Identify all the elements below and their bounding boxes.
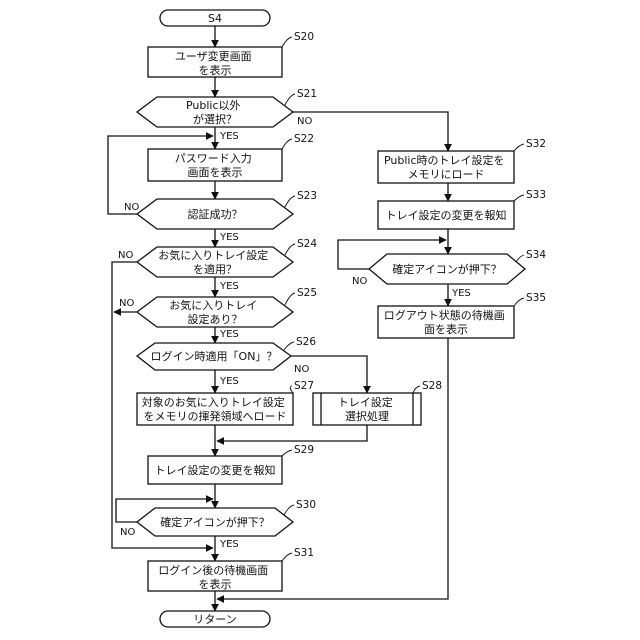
- step-id-s28: S28: [422, 380, 442, 392]
- s23-label: 認証成功？: [188, 207, 243, 221]
- step-id-s22: S22: [294, 133, 314, 145]
- step-id-s30: S30: [296, 499, 316, 511]
- s21-yes: YES: [219, 131, 239, 142]
- step-id-leaders: [282, 37, 524, 561]
- s26-no: NO: [294, 364, 309, 375]
- step-id-s33: S33: [526, 189, 546, 201]
- step-id-s32: S32: [526, 138, 546, 150]
- s24-no: NO: [118, 250, 133, 261]
- s21-no: NO: [297, 116, 312, 127]
- s26-yes: YES: [219, 376, 239, 387]
- s21-label: Public以外 が選択？: [186, 99, 244, 126]
- s26-label: ログイン時適用「ON」？: [151, 349, 278, 363]
- step-id-s27: S27: [294, 380, 314, 392]
- s34-no: NO: [352, 276, 367, 287]
- s33-label: トレイ設定の変更を報知: [386, 208, 507, 222]
- step-id-s29: S29: [294, 444, 314, 456]
- s25-yes: YES: [219, 329, 239, 340]
- s34-yes: YES: [451, 288, 471, 299]
- step-id-s25: S25: [297, 287, 317, 299]
- s30-label: 確定アイコンが押下？: [160, 515, 269, 529]
- s30-yes: YES: [219, 539, 239, 550]
- s30-no: NO: [120, 527, 135, 538]
- step-id-s24: S24: [297, 238, 317, 250]
- s23-no: NO: [124, 202, 139, 213]
- step-id-s31: S31: [294, 547, 314, 559]
- step-ids: S20 S21 S22 S23 S24 S25 S26 S27 S28 S29 …: [294, 31, 546, 559]
- s23-yes: YES: [219, 232, 239, 243]
- end-label: リターン: [193, 613, 236, 626]
- step-id-s26: S26: [296, 336, 316, 348]
- s34-label: 確定アイコンが押下？: [392, 262, 501, 276]
- step-id-s34: S34: [526, 249, 546, 261]
- start-label: S4: [208, 12, 222, 25]
- s24-yes: YES: [219, 281, 239, 292]
- step-id-s20: S20: [294, 31, 314, 43]
- step-id-s23: S23: [297, 190, 317, 202]
- step-id-s21: S21: [297, 88, 317, 100]
- s29-label: トレイ設定の変更を報知: [155, 463, 276, 477]
- step-id-s35: S35: [526, 292, 546, 304]
- s25-no: NO: [119, 298, 134, 309]
